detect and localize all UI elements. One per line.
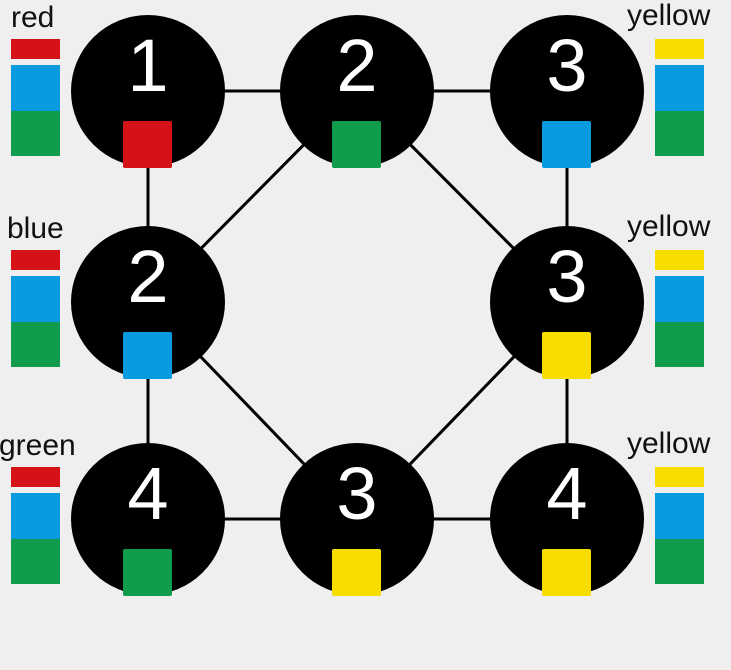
- node-number-label: 2: [336, 24, 378, 107]
- node-number-label: 1: [127, 24, 169, 107]
- node-color-chip-yellow: [332, 549, 381, 596]
- legend-swatch-blue: [655, 276, 704, 324]
- legend-swatch-yellow: [655, 467, 704, 487]
- node-number-label: 4: [546, 452, 588, 535]
- graph-node-n2[interactable]: 2: [280, 15, 434, 168]
- node-color-chip-blue: [123, 332, 172, 379]
- graph-node-n7[interactable]: 3: [280, 443, 434, 596]
- legend-label: green: [0, 429, 76, 462]
- graph-node-n1[interactable]: 1: [71, 15, 225, 168]
- node-number-label: 2: [127, 235, 169, 318]
- legend-swatch-yellow: [655, 39, 704, 59]
- legend-swatch-blue: [11, 65, 60, 113]
- graph-node-n6[interactable]: 4: [71, 443, 225, 596]
- graph-node-n5[interactable]: 3: [490, 226, 644, 379]
- graph-node-n8[interactable]: 4: [490, 443, 644, 596]
- legend-swatch-green: [655, 539, 704, 584]
- legend-label: yellow: [627, 210, 711, 243]
- legend-swatch-red: [11, 250, 60, 270]
- legend-swatch-yellow: [655, 250, 704, 270]
- legend-swatch-blue: [655, 65, 704, 113]
- node-number-label: 3: [546, 24, 588, 107]
- legend-label: blue: [7, 212, 64, 245]
- node-number-label: 3: [546, 235, 588, 318]
- legend-swatch-blue: [655, 493, 704, 541]
- legend-swatch-green: [655, 322, 704, 367]
- node-number-label: 3: [336, 452, 378, 535]
- legend-label: red: [11, 1, 55, 34]
- legend-label: yellow: [627, 0, 711, 32]
- node-color-chip-green: [123, 549, 172, 596]
- legend-swatch-green: [655, 111, 704, 156]
- graph-node-n4[interactable]: 2: [71, 226, 225, 379]
- node-number-label: 4: [127, 452, 169, 535]
- node-color-chip-green: [332, 121, 381, 168]
- legend-swatch-green: [11, 539, 60, 584]
- legend-swatch-blue: [11, 276, 60, 324]
- graph-node-n3[interactable]: 3: [490, 15, 644, 168]
- legend-swatch-red: [11, 39, 60, 59]
- node-color-chip-yellow: [542, 332, 591, 379]
- node-color-chip-yellow: [542, 549, 591, 596]
- legend-swatch-red: [11, 467, 60, 487]
- legend-swatch-green: [11, 111, 60, 156]
- legend-label: yellow: [627, 427, 711, 460]
- legend-swatch-blue: [11, 493, 60, 541]
- node-color-chip-blue: [542, 121, 591, 168]
- node-color-chip-red: [123, 121, 172, 168]
- legend-swatch-green: [11, 322, 60, 367]
